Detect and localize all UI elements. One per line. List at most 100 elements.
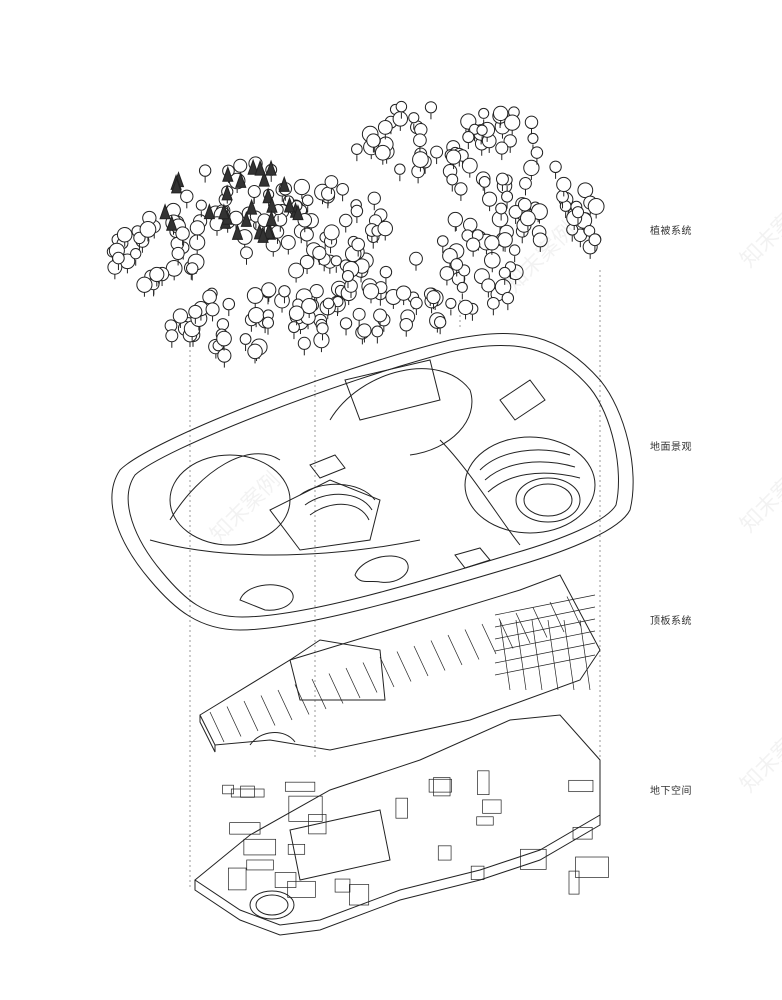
underground-room (240, 785, 255, 798)
conifer-tree (222, 165, 234, 182)
tree-canopy (518, 197, 532, 212)
tree-canopy (188, 304, 203, 319)
underground-room (284, 781, 316, 792)
underground-room (520, 848, 547, 870)
roof-grid-line (481, 623, 497, 655)
tree-canopy (247, 307, 265, 324)
roof-grid-line (243, 700, 259, 732)
tree-canopy (497, 232, 513, 248)
tree-canopy (301, 194, 314, 207)
tree-canopy (216, 330, 232, 347)
conifer-tree (235, 171, 247, 188)
tree-canopy (446, 149, 462, 165)
tree-canopy (339, 317, 353, 330)
tree-canopy (412, 151, 429, 168)
roof-grid-line (413, 645, 429, 677)
tree-canopy (202, 289, 217, 305)
tree-canopy (357, 323, 372, 338)
tree-canopy (556, 190, 569, 203)
tree-canopy (508, 244, 521, 256)
underground-room (230, 788, 265, 798)
tree-canopy (278, 285, 291, 298)
conifer-tree (265, 210, 278, 226)
tree-canopy (189, 220, 205, 236)
conifer-tree (257, 226, 269, 243)
tree-canopy (424, 101, 438, 114)
ground-landscape-layer (111, 332, 634, 631)
conifer-tree (170, 177, 183, 194)
tree-canopy (463, 217, 478, 233)
underground-room (287, 843, 306, 855)
tree-canopy (299, 227, 314, 242)
tree-canopy (198, 164, 212, 177)
tree-canopy (524, 115, 539, 130)
projection-lines (189, 270, 601, 890)
tree-canopy (478, 107, 490, 119)
underground-room (243, 838, 277, 856)
tree-canopy (324, 175, 339, 189)
roof-grid-line (345, 667, 361, 699)
tree-canopy (446, 173, 459, 186)
tree-canopy (351, 143, 363, 155)
tree-canopy (377, 220, 393, 237)
tree-canopy (495, 202, 508, 215)
roof-grid-line (498, 618, 514, 649)
tree-canopy (462, 130, 475, 144)
tree-canopy (501, 291, 515, 305)
tree-canopy (336, 182, 349, 196)
roof-grid-line (547, 619, 559, 691)
roof-grid-line (515, 612, 531, 644)
tree-canopy (413, 133, 427, 148)
tree-canopy (530, 146, 544, 159)
tree-canopy (394, 163, 406, 175)
tree-canopy (508, 204, 523, 219)
tree-canopy (139, 221, 157, 238)
underground-room (229, 822, 261, 835)
tree-canopy (316, 322, 329, 335)
underground-room (246, 859, 274, 871)
tree-canopy (301, 298, 318, 315)
underground-room (222, 784, 234, 795)
underground-room (395, 797, 408, 819)
conifer-tree (203, 203, 216, 220)
conifer-tree (265, 159, 277, 176)
tree-canopy (313, 332, 330, 349)
roof-grid-line (494, 654, 596, 676)
underground-room (428, 778, 452, 793)
tree-canopy (247, 184, 261, 199)
tree-canopy (341, 270, 355, 283)
tree-canopy (222, 297, 236, 311)
tree-canopy (408, 112, 420, 124)
underground-room (470, 865, 485, 880)
tree-canopy (130, 248, 142, 260)
tree-canopy (399, 317, 413, 332)
tree-canopy (454, 182, 468, 196)
tree-canopy (240, 246, 253, 260)
tree-canopy (149, 266, 165, 283)
tree-canopy (112, 251, 125, 265)
tree-canopy (492, 105, 509, 122)
tree-canopy (520, 210, 536, 227)
conifer-tree (262, 187, 274, 204)
layer-label-ground-landscape: 地面景观 (650, 442, 692, 453)
tree-canopy (205, 302, 220, 317)
conifer-tree (278, 175, 290, 192)
tree-canopy (246, 287, 264, 304)
roof-grid-line (226, 706, 242, 737)
conifer-tree (221, 184, 233, 201)
tree-canopy (501, 190, 514, 203)
tree-canopy (116, 226, 133, 243)
conifer-tree (231, 223, 244, 240)
tree-canopy (495, 172, 509, 186)
tree-canopy (171, 246, 185, 261)
tree-canopy (247, 343, 263, 360)
tree-canopy (503, 134, 517, 148)
roof-grid-line (294, 684, 310, 715)
underground-room (437, 845, 452, 861)
tree-canopy (571, 206, 585, 219)
conifer-tree (218, 203, 230, 220)
tree-canopy (445, 297, 457, 309)
roof-grid-line (494, 642, 596, 664)
conifer-tree (292, 204, 304, 221)
